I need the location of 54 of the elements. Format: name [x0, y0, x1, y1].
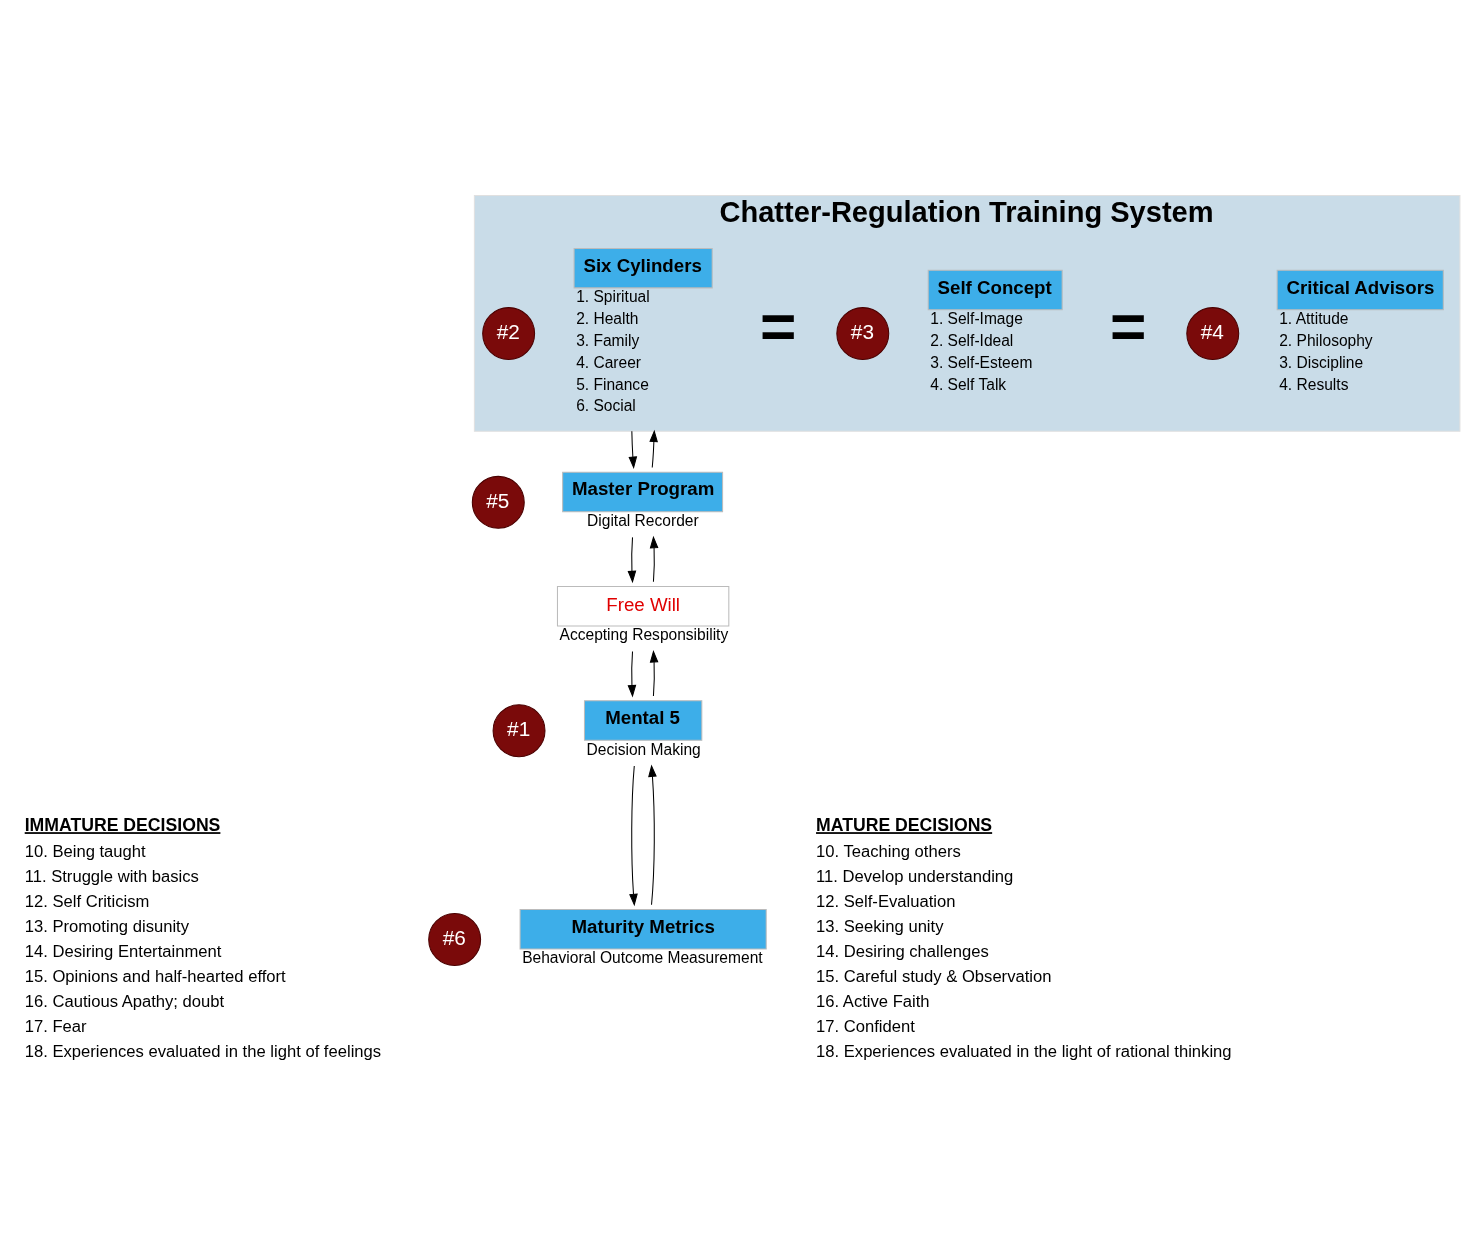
arrow	[648, 764, 657, 906]
node-circle: #4	[1186, 307, 1240, 361]
arrow	[649, 650, 659, 697]
node-label: 3. Discipline	[1279, 353, 1364, 371]
label: 18. Experiences evaluated in the light of rational thinking	[816, 1041, 1232, 1061]
node-circle: #1	[492, 704, 546, 758]
label: 15. Careful study & Observation	[816, 966, 1052, 986]
label: IMMATURE DECISIONS	[24, 815, 221, 836]
node-circle: #3	[836, 307, 890, 361]
label: 17. Fear	[24, 1016, 87, 1036]
node-label: 2. Health	[576, 310, 639, 328]
node-label: 1. Attitude	[1279, 310, 1349, 328]
label: MATURE DECISIONS	[816, 815, 993, 836]
arrow	[649, 535, 659, 583]
arrow	[649, 429, 658, 468]
node-label: 6. Social	[576, 397, 636, 415]
label: 11. Develop understanding	[816, 867, 1014, 887]
label: 17. Confident	[816, 1016, 915, 1036]
label: 12. Self Criticism	[24, 892, 150, 912]
node-label: 4. Career	[576, 353, 642, 371]
label: 15. Opinions and half-hearted effort	[24, 966, 286, 986]
arrow	[627, 536, 637, 584]
node-circle: #2	[482, 307, 536, 361]
node-label: Accepting Responsibility	[559, 626, 729, 644]
node-label: 3. Family	[576, 332, 640, 350]
label: 16. Cautious Apathy; doubt	[24, 991, 225, 1011]
label: 13. Promoting disunity	[24, 917, 190, 937]
label: 10. Being taught	[24, 842, 146, 862]
label: 11. Struggle with basics	[24, 867, 199, 887]
label: 13. Seeking unity	[816, 917, 944, 937]
label: 18. Experiences evaluated in the light of feelings	[24, 1041, 382, 1061]
label: 12. Self-Evaluation	[816, 892, 956, 912]
node-label: 1. Self-Image	[930, 310, 1023, 328]
arrow	[628, 430, 638, 469]
label: =	[1109, 292, 1147, 362]
arrow	[627, 651, 637, 698]
label: 16. Active Faith	[816, 991, 930, 1011]
label: 10. Teaching others	[816, 842, 961, 862]
node-label: 2. Philosophy	[1279, 332, 1373, 350]
label: =	[759, 292, 797, 362]
label: 14. Desiring challenges	[816, 942, 989, 961]
node-label: 3. Self-Esteem	[930, 353, 1033, 371]
node-label: 1. Spiritual	[576, 288, 650, 306]
node-label: 4. Self Talk	[930, 375, 1007, 393]
node-circle: #6	[428, 913, 482, 967]
node-label: Behavioral Outcome Measurement	[522, 949, 763, 967]
node-label: 2. Self-Ideal	[930, 332, 1014, 350]
node-label: Decision Making	[586, 740, 701, 758]
label: 14. Desiring Entertainment	[24, 942, 222, 961]
node-label: 5. Finance	[576, 375, 649, 393]
node-circle: #5	[471, 475, 525, 529]
arrow	[629, 765, 638, 907]
node-label: 4. Results	[1279, 375, 1349, 393]
node-label: Digital Recorder	[587, 512, 699, 530]
